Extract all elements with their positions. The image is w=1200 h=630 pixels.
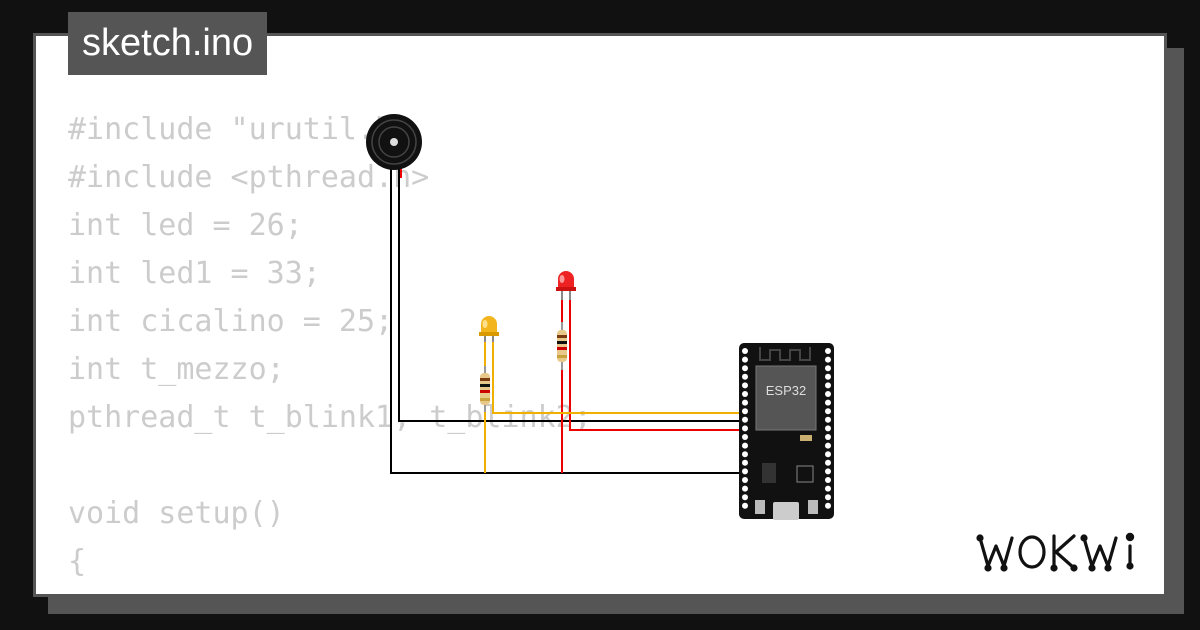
board-pin: [825, 382, 831, 389]
board-pin: [825, 494, 831, 501]
resistor-icon: [557, 322, 567, 370]
wire-black-1: [390, 150, 745, 474]
board-pin: [742, 391, 748, 397]
board-pin: [825, 373, 831, 380]
board-pin: [742, 442, 748, 449]
resistor-icon: [480, 366, 490, 412]
board-pin: [825, 434, 831, 440]
board-pin: [825, 399, 831, 406]
board-pin: [825, 459, 831, 466]
wire-red-2: [569, 296, 745, 431]
board-pin: [825, 365, 831, 372]
esp32-board-icon: ESP32: [739, 343, 834, 520]
board-pin: [825, 451, 831, 458]
board-pin: [825, 408, 831, 415]
board-pin: [742, 485, 748, 492]
board-pin: [825, 356, 831, 363]
yellow-led-icon: [479, 316, 499, 342]
board-pin: [825, 416, 831, 423]
wokwi-logo-icon: [976, 532, 1135, 572]
board-pin: [825, 477, 831, 483]
red-led-icon: [556, 271, 576, 300]
board-pin: [825, 468, 831, 475]
board-pin: [742, 459, 748, 466]
board-pin: [825, 348, 831, 354]
board-label: ESP32: [766, 383, 806, 398]
board-pin: [825, 502, 831, 509]
wires: [390, 150, 745, 474]
board-pin: [742, 348, 748, 354]
code-line: void setup(): [68, 496, 285, 531]
code-line: int led = 26;: [68, 208, 303, 243]
code-line: int t_mezzo;: [68, 352, 285, 387]
board-pin: [742, 408, 748, 415]
code-line: int led1 = 33;: [68, 256, 321, 291]
board-pin: [742, 373, 748, 380]
board-pin: [825, 425, 831, 432]
wire-black-2: [398, 165, 745, 422]
wire-yellow-2: [492, 342, 745, 414]
board-pin: [742, 365, 748, 372]
code-line: {: [68, 544, 87, 579]
board-pin: [742, 399, 748, 406]
filename-tab: sketch.ino: [68, 12, 268, 75]
board-pin: [742, 356, 748, 363]
board-pin: [742, 468, 748, 475]
code-line: pinMode(led, OUTPUT);: [68, 586, 592, 594]
board-pin: [742, 502, 748, 509]
board-pin: [742, 382, 748, 389]
board-pin: [825, 391, 831, 397]
board-pin: [742, 425, 748, 432]
code-line: pthread_t t_blink1, t_blink2;: [68, 400, 592, 435]
board-pin: [825, 442, 831, 449]
board-pin: [742, 451, 748, 458]
board-pin: [825, 485, 831, 492]
board-pin: [742, 416, 748, 423]
code-line: #include <pthread.h>: [68, 160, 430, 195]
buzzer-icon: [366, 114, 422, 170]
board-pin: [742, 434, 748, 440]
board-pin: [742, 477, 748, 483]
board-pin: [742, 494, 748, 501]
code-line: int cicalino = 25;: [68, 304, 394, 339]
